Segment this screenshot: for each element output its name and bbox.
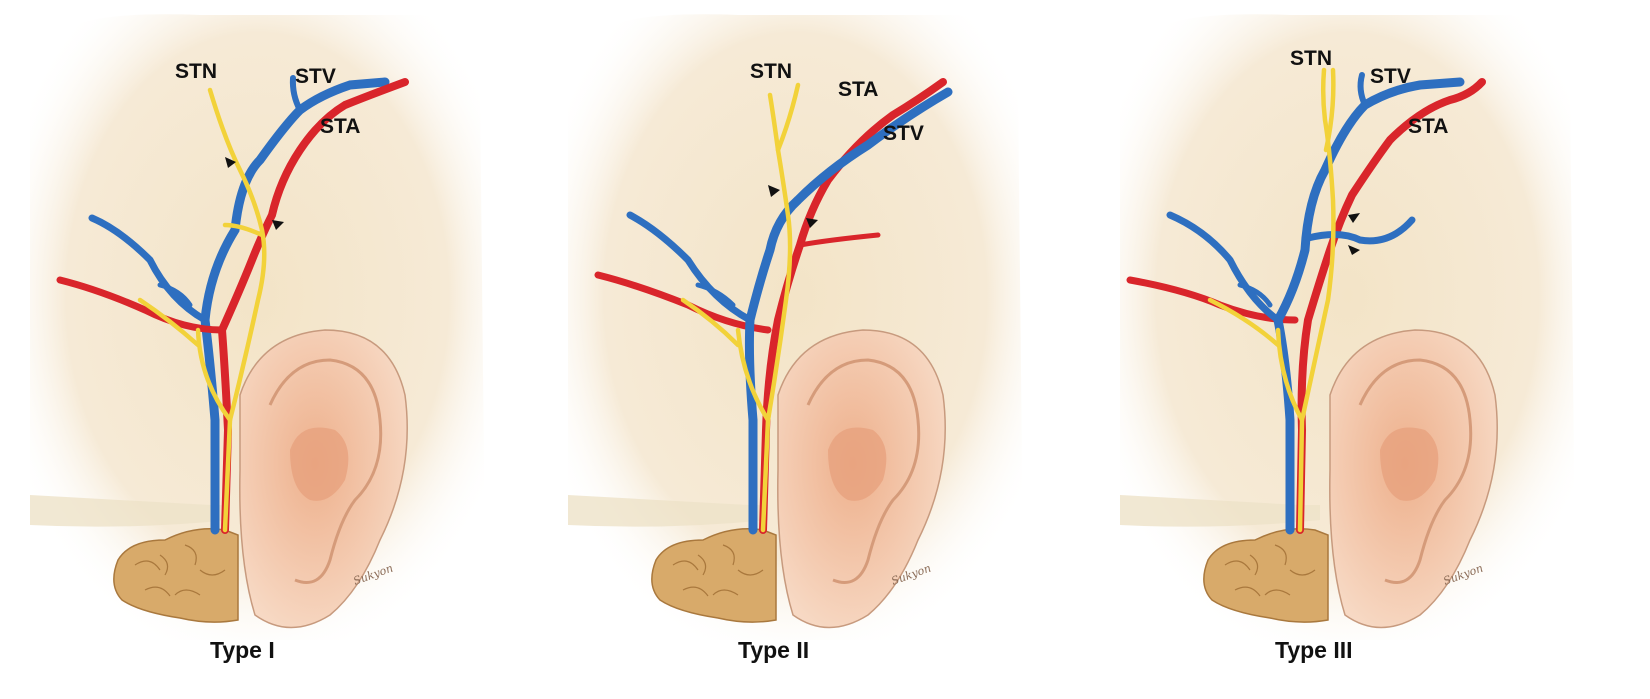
parotid-gland <box>1203 528 1329 623</box>
anatomy-illustration-type-1: Sukyon <box>30 14 485 641</box>
superficial-temporal-vein <box>88 75 390 535</box>
jaw-line <box>30 495 230 527</box>
parotid-gland <box>113 528 239 623</box>
crossing-arrowhead <box>225 157 236 168</box>
jaw-line <box>1120 495 1320 527</box>
ear-concha <box>828 427 887 501</box>
label-stv: STV <box>883 122 924 145</box>
parotid-gland <box>651 528 777 623</box>
auriculotemporal-nerve <box>137 87 267 533</box>
crossing-arrowhead <box>272 220 284 230</box>
panel-caption: Type II <box>738 637 810 663</box>
label-stv: STV <box>1370 65 1411 88</box>
jaw-line <box>568 495 768 527</box>
ear-concha <box>290 427 349 501</box>
superficial-temporal-vein <box>1166 72 1465 535</box>
crossing-arrowhead <box>768 185 780 197</box>
ear-concha <box>1380 427 1439 501</box>
panel-type-2: Sukyon STN STA STV Type II <box>538 0 1058 699</box>
panel-type-1: Sukyon STN STV STA Type I <box>0 0 520 699</box>
label-stn: STN <box>750 60 792 83</box>
panel-caption: Type I <box>210 637 275 663</box>
auriculotemporal-nerve <box>1207 67 1336 533</box>
label-sta: STA <box>320 115 361 138</box>
panel-caption: Type III <box>1275 637 1353 663</box>
anatomy-illustration-type-3: Sukyon <box>1120 14 1575 641</box>
crossing-arrowhead <box>1348 245 1360 255</box>
label-sta: STA <box>1408 115 1449 138</box>
label-stn: STN <box>1290 47 1332 70</box>
crossing-arrowhead <box>806 218 818 228</box>
panel-type-3: Sukyon STN STV STA Type III <box>1090 0 1610 699</box>
label-sta: STA <box>838 78 879 101</box>
auriculotemporal-nerve <box>680 82 801 533</box>
label-stn: STN <box>175 60 217 83</box>
anatomy-illustration-type-2: Sukyon <box>568 14 1023 641</box>
superficial-temporal-vein <box>626 87 953 535</box>
label-stv: STV <box>295 65 336 88</box>
crossing-arrowhead <box>1348 213 1360 223</box>
